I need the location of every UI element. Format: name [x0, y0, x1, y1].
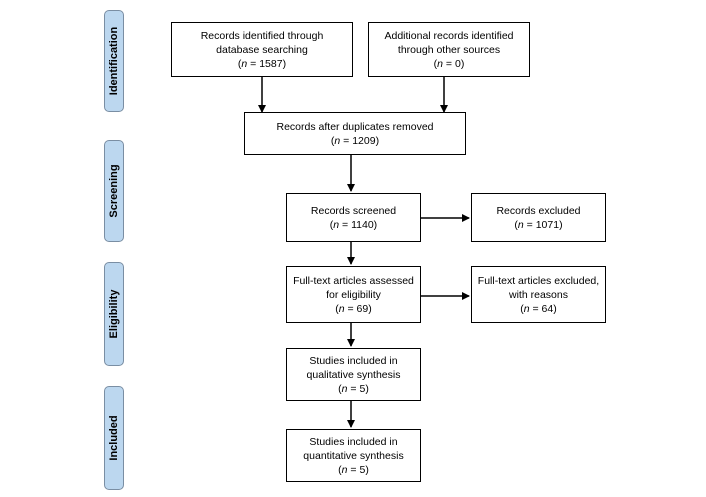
phase-screening-label: Screening [108, 164, 120, 218]
count-after-duplicates: (n = 1209) [330, 134, 380, 147]
count-records-excluded: (n = 1071) [514, 218, 563, 231]
count-fulltext-assessed: (n = 69) [335, 302, 372, 315]
count-quantitative-synthesis: (n = 5) [338, 463, 369, 476]
box-records-screened: Records screened (n = 1140) [286, 193, 421, 242]
box-qualitative-synthesis: Studies included in qualitative synthesi… [286, 348, 421, 401]
box-fulltext-assessed: Full-text articles assessed for eligibil… [286, 266, 421, 323]
phase-identification-label: Identification [108, 26, 120, 96]
phase-eligibility-label: Eligibility [108, 289, 120, 339]
count-fulltext-excluded: (n = 64) [520, 302, 557, 315]
phase-included: Included [104, 386, 124, 490]
box-other-sources: Additional records identified through ot… [368, 22, 530, 77]
box-quantitative-synthesis: Studies included in quantitative synthes… [286, 429, 421, 482]
count-records-screened: (n = 1140) [329, 218, 378, 231]
phase-screening: Screening [104, 140, 124, 242]
box-fulltext-excluded: Full-text articles excluded, with reason… [471, 266, 606, 323]
phase-included-label: Included [108, 415, 120, 461]
box-records-excluded: Records excluded (n = 1071) [471, 193, 606, 242]
phase-identification: Identification [104, 10, 124, 112]
count-qualitative-synthesis: (n = 5) [338, 382, 369, 395]
box-database-search: Records identified through database sear… [171, 22, 353, 77]
count-database-search: (n = 1587) [237, 57, 287, 70]
box-after-duplicates: Records after duplicates removed (n = 12… [244, 112, 466, 155]
count-other-sources: (n = 0) [433, 57, 465, 70]
phase-eligibility: Eligibility [104, 262, 124, 366]
